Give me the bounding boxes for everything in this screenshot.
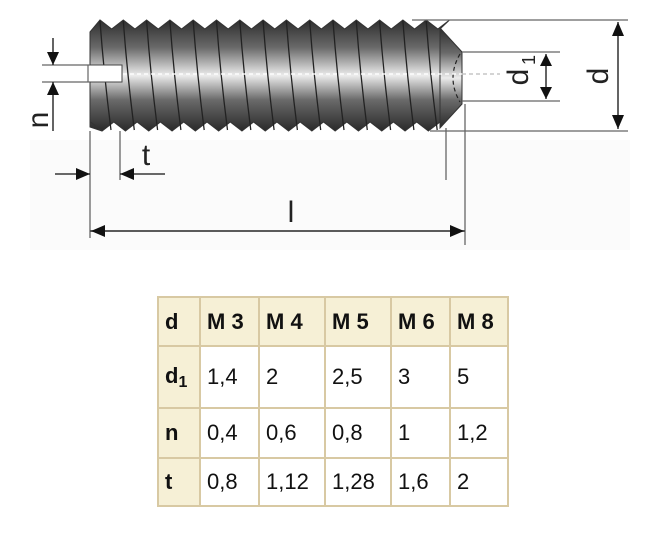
thread-line [378, 20, 392, 131]
thread-line [425, 20, 438, 131]
label-d1-sub: 1 [519, 55, 539, 65]
thread-line [402, 20, 415, 131]
label-t: t [142, 139, 151, 172]
arrow-t-right [120, 168, 134, 180]
header-cell-d: d [157, 296, 201, 347]
screw-thread-outline [89, 19, 450, 132]
screw-body [87, 19, 520, 132]
thread-line [145, 20, 159, 131]
arrow-n-bottom [47, 82, 59, 95]
table-cell: 1,12 [258, 457, 326, 507]
thread-line [122, 20, 135, 131]
table-row-n: n 0,4 0,6 0,8 1 1,2 [157, 407, 509, 459]
dimension-table: d M 3 M 4 M 5 M 6 M 8 d1 1,4 2 2,5 3 5 n… [157, 296, 509, 507]
arrow-d-bottom [612, 115, 624, 129]
header-cell-m5: M 5 [324, 296, 392, 347]
header-cell-m8: M 8 [449, 296, 509, 347]
table-cell: 1 [390, 407, 451, 459]
label-n: n [22, 112, 55, 129]
row-label-main: d [165, 362, 179, 388]
header-cell-m6: M 6 [390, 296, 451, 347]
thread-line [355, 20, 368, 131]
thread-line [169, 20, 182, 131]
cone-point [439, 26, 463, 130]
table-cell: 0,8 [324, 407, 392, 459]
table-cell: 1,28 [324, 457, 392, 507]
table-cell: 2 [449, 457, 509, 507]
arrow-t-left [76, 168, 90, 180]
table-cell: 1,2 [449, 407, 509, 459]
table-cell: 2 [258, 345, 326, 409]
arrow-n-top [47, 52, 59, 65]
header-cell-m4: M 4 [258, 296, 326, 347]
thread-line [262, 20, 275, 131]
arrow-d1-top [540, 54, 552, 66]
label-d1-main: d [502, 69, 535, 86]
row-label-sub: 1 [178, 373, 188, 391]
table-cell: 0,6 [258, 407, 326, 459]
table-cell: 3 [390, 345, 451, 409]
thread-line [215, 20, 229, 131]
table-cell: 1,6 [390, 457, 451, 507]
label-d: d [582, 68, 615, 85]
arrow-l-left [91, 225, 105, 237]
table-header-row: d M 3 M 4 M 5 M 6 M 8 [157, 296, 509, 347]
row-label-t: t [157, 457, 201, 507]
thread-line [285, 20, 299, 131]
table-row-t: t 0,8 1,12 1,28 1,6 2 [157, 457, 509, 507]
dimension-lines [42, 19, 628, 245]
table-cell: 0,8 [199, 457, 260, 507]
header-cell-m3: M 3 [199, 296, 260, 347]
thread-line [239, 20, 252, 131]
thread-lines [99, 20, 438, 131]
table-cell: 0,4 [199, 407, 260, 459]
arrow-d-top [612, 22, 624, 36]
thread-line [192, 20, 205, 131]
row-label-n: n [157, 407, 201, 459]
row-label-d1: d1 [157, 345, 201, 409]
thread-line [309, 20, 322, 131]
arrow-d1-bottom [540, 87, 552, 99]
arrowheads [47, 22, 624, 237]
table-cell: 1,4 [199, 345, 260, 409]
arrow-l-right [450, 225, 464, 237]
label-d1: d 1 [502, 55, 539, 85]
label-l: l [288, 196, 295, 229]
table-cell: 2,5 [324, 345, 392, 409]
table-cell: 5 [449, 345, 509, 409]
thread-line [332, 20, 345, 131]
table-row-d1: d1 1,4 2 2,5 3 5 [157, 345, 509, 409]
set-screw-drawing: n t l d 1 d [22, 19, 630, 250]
